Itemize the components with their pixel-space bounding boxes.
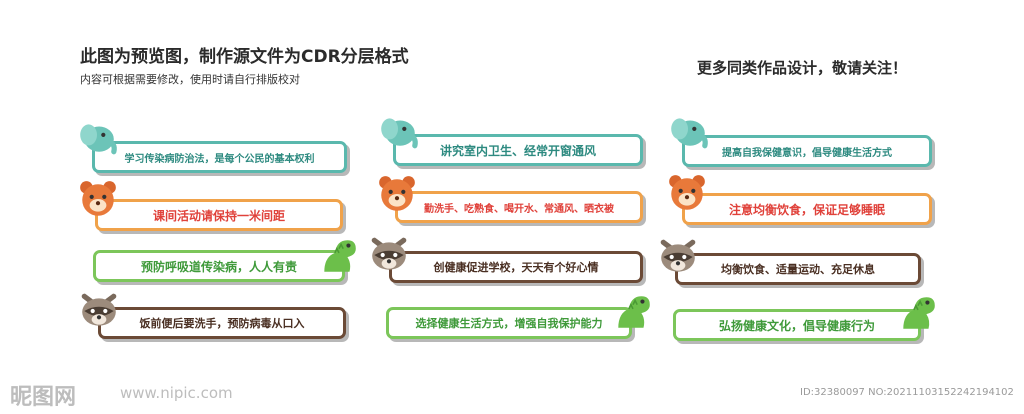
elephant-icon	[76, 116, 118, 158]
dinosaur-icon	[318, 234, 360, 276]
dinosaur-icon	[897, 291, 939, 333]
raccoon-icon	[78, 290, 120, 332]
sign-board-11: 均衡饮食、适量运动、充足休息	[675, 253, 921, 285]
sign-text: 注意均衡饮食，保证足够睡眠	[728, 202, 885, 217]
bear-icon	[666, 172, 708, 214]
sign-text: 预防呼吸道传染病，人人有责	[140, 259, 297, 274]
dinosaur-icon	[612, 290, 654, 332]
sign-text: 勤洗手、吃熟食、喝开水、常通风、晒衣被	[424, 203, 614, 215]
page-subtitle: 内容可根据需要修改，使用时请自行排版校对	[80, 73, 300, 86]
promo-text: 更多同类作品设计，敬请关注！	[697, 59, 908, 77]
sign-board-12: 弘扬健康文化，倡导健康行为	[673, 309, 921, 341]
sign-text: 均衡饮食、适量运动、充足休息	[721, 263, 875, 276]
watermark-id: ID:32380097 NO:20211103152242194102	[800, 387, 1014, 398]
watermark-url: www.nipic.com	[120, 384, 233, 402]
sign-text: 饭前便后要洗手，预防病毒从口入	[139, 317, 305, 330]
sign-board-2: 课间活动请保持一米间距	[95, 199, 343, 231]
sign-text: 讲究室内卫生、经常开窗通风	[439, 143, 596, 158]
sign-text: 弘扬健康文化，倡导健康行为	[718, 318, 875, 333]
raccoon-icon	[368, 234, 410, 276]
bear-icon	[376, 173, 418, 215]
sign-text: 选择健康生活方式，增强自我保护能力	[415, 317, 603, 330]
bear-icon	[77, 178, 119, 220]
sign-text: 创健康促进学校，天天有个好心情	[433, 261, 599, 274]
raccoon-icon	[657, 236, 699, 278]
sign-board-9: 提高自我保健意识，倡导健康生活方式	[682, 135, 932, 167]
sign-board-8: 选择健康生活方式，增强自我保护能力	[386, 307, 632, 339]
sign-board-10: 注意均衡饮食，保证足够睡眠	[682, 193, 932, 225]
sign-board-5: 讲究室内卫生、经常开窗通风	[393, 134, 643, 166]
page-title: 此图为预览图，制作源文件为CDR分层格式	[80, 47, 409, 67]
watermark-logo: 昵图网	[10, 385, 77, 410]
sign-text: 学习传染病防治法，是每个公民的基本权利	[124, 153, 315, 165]
elephant-icon	[377, 110, 419, 152]
elephant-icon	[667, 110, 709, 152]
sign-text: 课间活动请保持一米间距	[152, 208, 285, 223]
sign-board-4: 饭前便后要洗手，预防病毒从口入	[98, 307, 346, 339]
sign-board-1: 学习传染病防治法，是每个公民的基本权利	[92, 141, 347, 173]
sign-board-3: 预防呼吸道传染病，人人有责	[93, 250, 345, 282]
sign-board-6: 勤洗手、吃熟食、喝开水、常通风、晒衣被	[395, 191, 643, 223]
sign-text: 提高自我保健意识，倡导健康生活方式	[722, 147, 892, 159]
sign-board-7: 创健康促进学校，天天有个好心情	[389, 251, 643, 283]
